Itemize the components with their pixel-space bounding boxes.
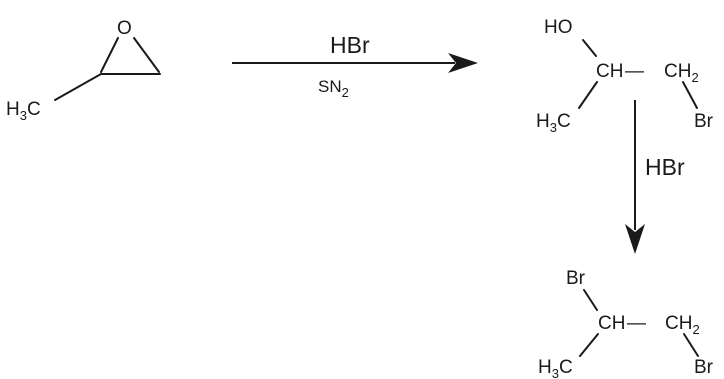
product-methyl-label: H3C xyxy=(538,357,573,379)
epoxide-methyl-label: H3C xyxy=(6,99,41,123)
intermediate-methyl-bond xyxy=(578,81,598,109)
product-br-bond xyxy=(583,289,598,311)
intermediate-methine-label: CH xyxy=(596,61,623,82)
epoxide-ring-bond-right xyxy=(133,37,160,73)
step-1-reagent-label: HBr xyxy=(330,32,370,58)
reaction-arrow-step-1: HBr SN2 xyxy=(232,32,478,100)
intermediate-methyl-label: H3C xyxy=(536,111,571,135)
intermediate-methylene-label: CH2 xyxy=(664,61,699,85)
product-dibromide: Br CH — CH2 H3C Br xyxy=(538,268,714,379)
intermediate-bromine-label: Br xyxy=(694,111,714,132)
epoxide-methyl-bond xyxy=(54,73,102,101)
epoxide-oxygen-label: O xyxy=(117,18,132,39)
intermediate-ch2br-bond xyxy=(682,81,698,109)
product-bond-dash: — xyxy=(627,313,646,334)
reaction-arrow-step-2: HBr xyxy=(625,100,685,254)
arrow-step-2-head xyxy=(625,224,645,254)
product-methyl-bond xyxy=(579,333,599,357)
intermediate-hydroxyl-label: HO xyxy=(544,17,573,38)
product-methine-label: CH xyxy=(598,313,625,334)
product-ch2br-bond xyxy=(683,333,699,357)
product-methylene-label: CH2 xyxy=(665,313,700,337)
intermediate-bond-dash: — xyxy=(625,61,644,82)
epoxide-ring-bond-left xyxy=(100,37,119,73)
reactant-epoxide: O H3C xyxy=(6,18,161,123)
intermediate-oh-bond xyxy=(582,39,597,57)
product-bromine-top-label: Br xyxy=(566,268,586,289)
step-1-condition-label: SN2 xyxy=(318,77,349,100)
step-2-reagent-label: HBr xyxy=(645,154,685,180)
intermediate-bromohydrin: HO CH — CH2 H3C Br xyxy=(536,17,714,135)
arrow-step-1-head xyxy=(448,53,478,73)
product-bromine-bottom-label: Br xyxy=(694,357,714,378)
